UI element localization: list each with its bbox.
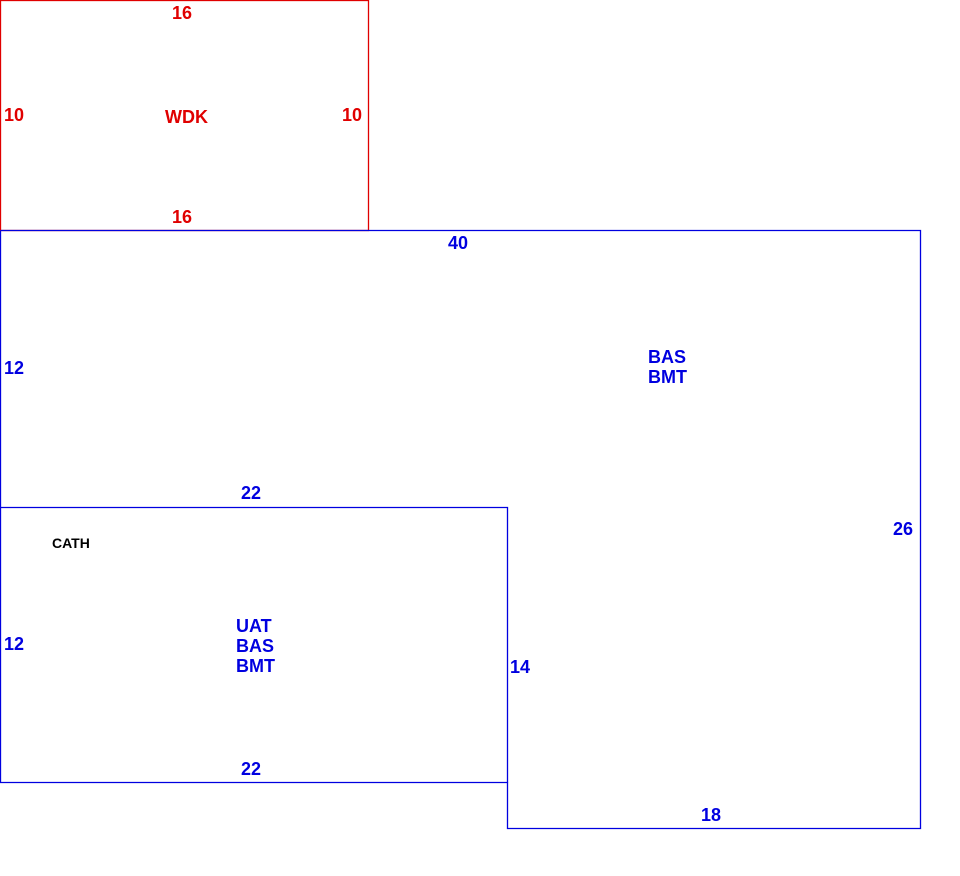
- wdk-top-dimension: 16: [172, 3, 193, 23]
- area-code: BMT: [648, 367, 687, 387]
- area-code: BAS: [236, 636, 275, 656]
- area-code: BAS: [648, 347, 687, 367]
- lower-area-codes: UAT BAS BMT: [236, 616, 275, 676]
- area-code: UAT: [236, 616, 272, 636]
- main-left-dimension: 12: [4, 358, 25, 378]
- wdk-area-code: WDK: [165, 107, 208, 127]
- wdk-left-dimension: 10: [4, 105, 25, 125]
- main-bottom-dimension: 18: [701, 805, 722, 825]
- main-top-dimension: 40: [448, 233, 469, 253]
- lower-top-dimension: 22: [241, 483, 262, 503]
- lower-section-outline: [0, 506, 509, 783]
- area-code: BMT: [236, 656, 275, 676]
- lower-left-dimension: 12: [4, 634, 25, 654]
- wdk-right-dimension: 10: [342, 105, 363, 125]
- wdk-bottom-dimension: 16: [172, 207, 193, 227]
- main-area-codes: BAS BMT: [648, 347, 687, 387]
- lower-bottom-dimension: 22: [241, 759, 262, 779]
- main-outline: [0, 229, 922, 830]
- main-step-dimension: 14: [510, 657, 531, 677]
- cath-note: CATH: [52, 535, 90, 551]
- main-right-dimension: 26: [893, 519, 914, 539]
